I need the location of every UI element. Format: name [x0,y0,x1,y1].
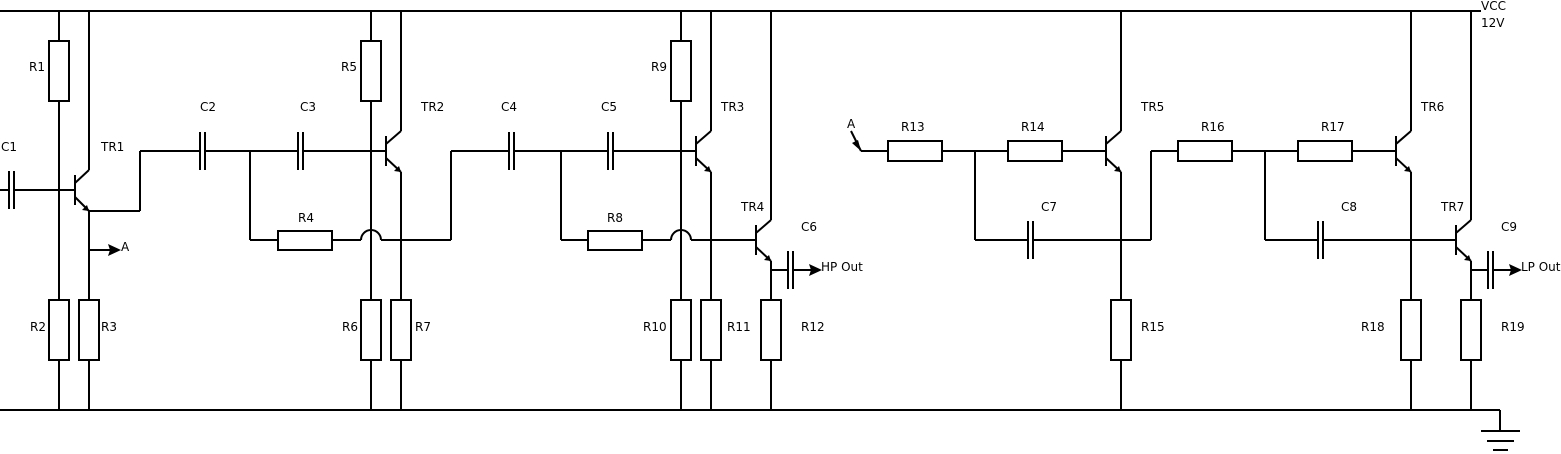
transistor-tr5 [1105,130,1122,173]
label-hp-out: HP Out [821,260,863,274]
resistor-r11 [700,299,722,361]
resistor-r15 [1110,299,1132,361]
tr6-stage [1395,11,1422,410]
label-c4: C4 [501,100,517,114]
resistor-r7 [390,299,412,361]
transistor-tr3 [695,130,712,173]
transistor-tr4 [755,219,772,262]
label-lp-out: LP Out [1521,260,1561,274]
label-c5: C5 [601,100,617,114]
transistor-tr6 [1395,130,1412,173]
resistor-r1 [48,40,70,102]
label-c9: C9 [1501,220,1517,234]
label-tr2: TR2 [420,100,444,114]
label-c1: C1 [1,140,17,154]
label-r4: R4 [298,211,314,225]
label-r13: R13 [901,120,925,134]
tr2-stage [360,11,412,410]
resistor-r14 [1007,140,1063,162]
label-r10: R10 [643,320,667,334]
highpass-filter-2 [451,132,756,251]
tr5-stage [1105,11,1132,410]
vcc-voltage-label: 12V [1481,16,1505,30]
label-r15: R15 [1141,320,1165,334]
label-r19: R19 [1501,320,1525,334]
lp-output-arrow [1509,264,1522,276]
label-r18: R18 [1361,320,1385,334]
label-a-out: A [121,240,130,254]
label-r14: R14 [1021,120,1045,134]
vcc-label: VCC [1481,0,1506,13]
label-tr1: TR1 [100,140,124,154]
resistor-r16 [1177,140,1233,162]
transistor-tr1 [74,169,90,212]
lowpass-filter-1 [887,140,1152,259]
ground-symbol [1481,410,1520,451]
label-r12: R12 [801,320,825,334]
label-r3: R3 [101,320,117,334]
label-tr3: TR3 [720,100,744,114]
label-tr4: TR4 [740,200,764,214]
resistor-r19 [1460,299,1482,361]
resistor-r4 [277,230,333,251]
resistor-r13 [887,140,943,162]
label-r2: R2 [30,320,46,334]
tr1-stage [0,11,141,410]
label-tr6: TR6 [1420,100,1444,114]
transistor-tr7 [1455,219,1472,262]
resistor-r2 [48,299,70,361]
resistor-r6 [360,299,382,361]
a-input-arrow [850,130,862,152]
resistor-r10 [670,299,692,361]
resistor-r5 [360,40,382,102]
label-c2: C2 [200,100,216,114]
label-c8: C8 [1341,200,1357,214]
label-r9: R9 [651,60,667,74]
label-r6: R6 [342,320,358,334]
resistor-r8 [587,230,643,251]
resistor-r18 [1400,299,1422,361]
resistor-r17 [1297,140,1353,162]
tr3-stage [670,11,722,410]
lowpass-filter-2 [1151,140,1456,259]
tr7-stage [1455,11,1522,410]
label-tr7: TR7 [1440,200,1464,214]
resistor-r9 [670,40,692,102]
label-r17: R17 [1321,120,1345,134]
label-a-in: A [847,117,856,131]
label-c7: C7 [1041,200,1057,214]
label-tr5: TR5 [1140,100,1164,114]
transistor-tr2 [385,130,402,173]
label-r11: R11 [727,320,751,334]
label-r7: R7 [415,320,431,334]
resistor-r3 [78,299,100,361]
label-r16: R16 [1201,120,1225,134]
resistor-r12 [760,299,782,361]
label-c6: C6 [801,220,817,234]
highpass-filter-1 [140,132,452,251]
label-c3: C3 [300,100,316,114]
label-r5: R5 [341,60,357,74]
label-r8: R8 [607,211,623,225]
tr4-stage [755,11,822,410]
hp-output-arrow [809,264,822,276]
label-r1: R1 [29,60,45,74]
